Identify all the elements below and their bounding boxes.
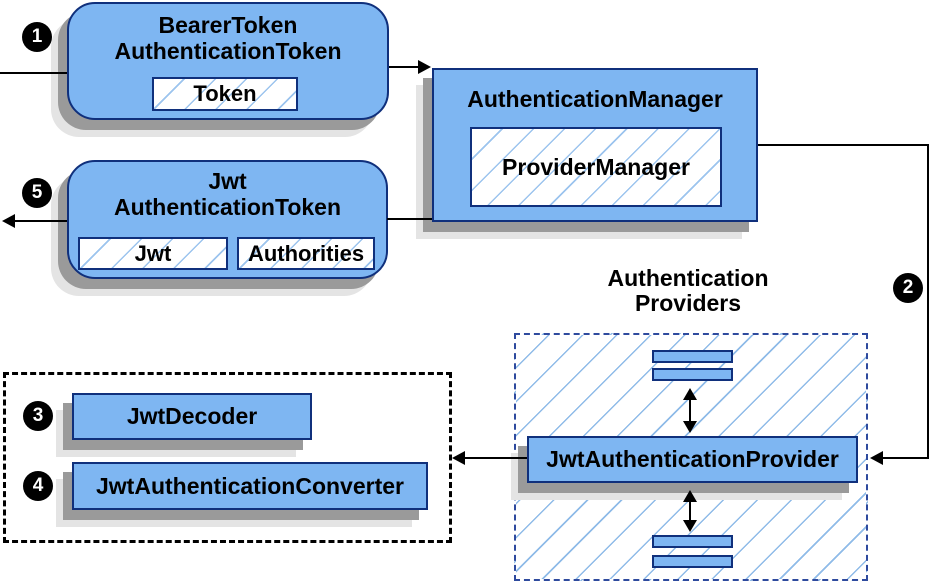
node-jwt-authentication-converter: JwtAuthenticationConverter	[72, 462, 428, 510]
provider-placeholder-bar	[652, 535, 733, 548]
chip-authorities: Authorities	[237, 237, 375, 270]
step-badge-3: 3	[23, 401, 53, 431]
chip-jwt: Jwt	[78, 237, 228, 270]
provider-placeholder-bar	[652, 368, 733, 381]
node-bearer-token-title: BearerToken AuthenticationToken	[114, 12, 341, 64]
node-jwt-decoder: JwtDecoder	[72, 393, 312, 440]
node-jwt-authentication-provider: JwtAuthenticationProvider	[527, 436, 858, 483]
provider-placeholder-bar	[652, 350, 733, 363]
authentication-providers-label: Authentication Providers	[538, 266, 838, 316]
step-badge-2: 2	[893, 273, 923, 303]
provider-placeholder-bar	[652, 555, 733, 568]
node-jwt-token-title-line1: Jwt	[208, 168, 247, 194]
chip-provider-manager: ProviderManager	[470, 127, 722, 207]
node-authentication-manager-title: AuthenticationManager	[467, 86, 723, 112]
decoder-converter-container	[3, 372, 452, 543]
node-bearer-token-title-line1: BearerToken	[158, 12, 298, 38]
arrow-left-icon	[452, 451, 465, 465]
arrow-right-icon	[418, 60, 431, 74]
node-jwt-token-title-line2: AuthenticationToken	[113, 194, 341, 220]
node-bearer-token-authentication-token: BearerToken AuthenticationToken	[67, 2, 389, 120]
arrow-left-icon	[2, 214, 15, 228]
node-bearer-token-title-line2: AuthenticationToken	[114, 38, 342, 64]
step-badge-5: 5	[22, 178, 52, 208]
node-jwt-token-title: Jwt AuthenticationToken	[114, 168, 341, 220]
authentication-providers-label-line1: Authentication	[607, 265, 769, 291]
step-badge-4: 4	[23, 471, 53, 501]
step-badge-1: 1	[22, 22, 52, 52]
chip-token: Token	[152, 77, 298, 111]
arrow-left-icon	[870, 451, 883, 465]
authentication-providers-label-line2: Providers	[634, 290, 742, 316]
